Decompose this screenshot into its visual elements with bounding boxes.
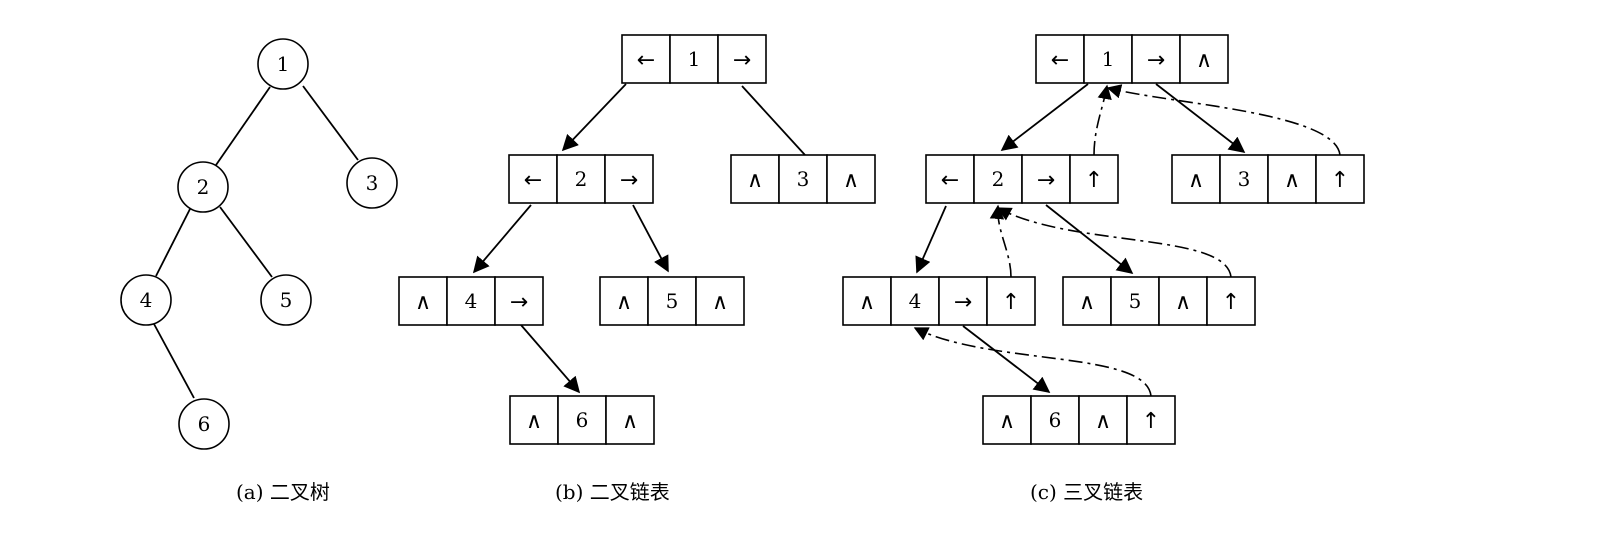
list-node-1: ← 1 → — [621, 34, 767, 84]
tri-list-node-6: ∧ 6 ∧ ↑ — [982, 395, 1176, 445]
parent-pointer-icon: ↑ — [1085, 168, 1103, 193]
node-data: 5 — [666, 289, 679, 313]
list-node-3: ∧ 3 ∧ — [730, 154, 876, 204]
list-node-4: ∧ 4 → — [398, 276, 544, 326]
tree-edge-1-2 — [215, 86, 271, 166]
pointer-line-1-3 — [741, 85, 806, 156]
parent-arrow-2-1 — [1093, 84, 1112, 156]
tree-node-label: 2 — [197, 175, 210, 199]
parent-pointer-icon: ↑ — [1222, 290, 1240, 315]
tri-list-node-3: ∧ 3 ∧ ↑ — [1171, 154, 1365, 204]
tree-node-label: 5 — [280, 288, 293, 312]
null-pointer-icon: ∧ — [526, 409, 542, 434]
pointer-arrow-2-5 — [632, 204, 669, 273]
null-pointer-icon: ∧ — [1095, 409, 1111, 434]
tree-node-label: 6 — [198, 412, 211, 436]
tree-node-3: 3 — [346, 157, 398, 209]
pointer-arrow-4-6 — [520, 324, 581, 394]
null-pointer-icon: ∧ — [622, 409, 638, 434]
node-data: 4 — [909, 289, 922, 313]
right-pointer-icon: → — [510, 290, 528, 315]
null-pointer-icon: ∧ — [1196, 48, 1212, 73]
null-pointer-icon: ∧ — [859, 290, 875, 315]
null-pointer-icon: ∧ — [999, 409, 1015, 434]
tree-node-4: 4 — [120, 274, 172, 326]
child-arrow-4-6 — [962, 325, 1051, 393]
null-pointer-icon: ∧ — [843, 168, 859, 193]
right-pointer-icon: → — [733, 48, 751, 73]
node-data: 6 — [576, 408, 589, 432]
null-pointer-icon: ∧ — [1079, 290, 1095, 315]
panel-b-binary-linked-list: ← 1 → ← 2 → ∧ 3 ∧ ∧ 4 → — [398, 34, 876, 504]
tree-edge-4-6 — [153, 323, 195, 399]
list-node-5: ∧ 5 ∧ — [599, 276, 745, 326]
left-pointer-icon: ← — [941, 168, 959, 193]
child-arrow-2-4 — [915, 205, 947, 274]
left-pointer-icon: ← — [524, 168, 542, 193]
panel-a-binary-tree: 1 2 3 4 5 6 (a) 二叉树 — [120, 38, 398, 504]
child-arrow-1-3 — [1155, 83, 1246, 153]
null-pointer-icon: ∧ — [747, 168, 763, 193]
tree-node-label: 1 — [277, 52, 290, 76]
left-pointer-icon: ← — [637, 48, 655, 73]
tree-node-2: 2 — [177, 161, 229, 213]
node-data: 4 — [465, 289, 478, 313]
node-data: 1 — [1102, 47, 1115, 71]
child-arrow-2-5 — [1045, 204, 1134, 275]
tri-list-node-2: ← 2 → ↑ — [925, 154, 1119, 204]
parent-pointer-icon: ↑ — [1002, 290, 1020, 315]
node-data: 6 — [1049, 408, 1062, 432]
parent-arrow-3-1 — [1106, 84, 1341, 156]
node-data: 5 — [1129, 289, 1142, 313]
right-pointer-icon: → — [954, 290, 972, 315]
tree-edge-2-5 — [219, 206, 273, 278]
parent-arrow-6-4 — [913, 327, 1152, 397]
node-data: 3 — [797, 167, 810, 191]
tree-edge-2-4 — [155, 208, 191, 277]
null-pointer-icon: ∧ — [616, 290, 632, 315]
list-node-2: ← 2 → — [508, 154, 654, 204]
tree-node-label: 4 — [140, 288, 153, 312]
tree-node-label: 3 — [366, 171, 379, 195]
parent-arrow-5-2 — [996, 207, 1232, 278]
parent-pointer-icon: ↑ — [1142, 409, 1160, 434]
node-data: 1 — [688, 47, 701, 71]
panel-a-caption: (a) 二叉树 — [236, 480, 330, 504]
tree-edge-1-3 — [302, 85, 359, 161]
left-pointer-icon: ← — [1051, 48, 1069, 73]
tri-list-node-4: ∧ 4 → ↑ — [842, 276, 1036, 326]
panel-c-three-pointer-linked-list: ← 1 → ∧ ← 2 → ↑ ∧ 3 ∧ ↑ — [842, 34, 1365, 504]
node-data: 2 — [992, 167, 1005, 191]
list-node-6: ∧ 6 ∧ — [509, 395, 655, 445]
child-arrow-1-2 — [1000, 83, 1089, 151]
pointer-arrow-1-2 — [561, 83, 627, 152]
null-pointer-icon: ∧ — [712, 290, 728, 315]
node-data: 2 — [575, 167, 588, 191]
node-data: 3 — [1238, 167, 1251, 191]
right-pointer-icon: → — [620, 168, 638, 193]
pointer-arrow-2-4 — [472, 204, 532, 274]
panel-b-caption: (b) 二叉链表 — [555, 480, 670, 504]
tree-node-5: 5 — [260, 274, 312, 326]
null-pointer-icon: ∧ — [1175, 290, 1191, 315]
tree-node-1: 1 — [257, 38, 309, 90]
null-pointer-icon: ∧ — [1284, 168, 1300, 193]
tri-list-node-1: ← 1 → ∧ — [1035, 34, 1229, 84]
null-pointer-icon: ∧ — [415, 290, 431, 315]
tree-node-6: 6 — [178, 398, 230, 450]
right-pointer-icon: → — [1037, 168, 1055, 193]
panel-c-caption: (c) 三叉链表 — [1030, 480, 1143, 504]
null-pointer-icon: ∧ — [1188, 168, 1204, 193]
tri-list-node-5: ∧ 5 ∧ ↑ — [1062, 276, 1256, 326]
parent-arrow-4-2 — [989, 204, 1012, 278]
right-pointer-icon: → — [1147, 48, 1165, 73]
parent-pointer-icon: ↑ — [1331, 168, 1349, 193]
